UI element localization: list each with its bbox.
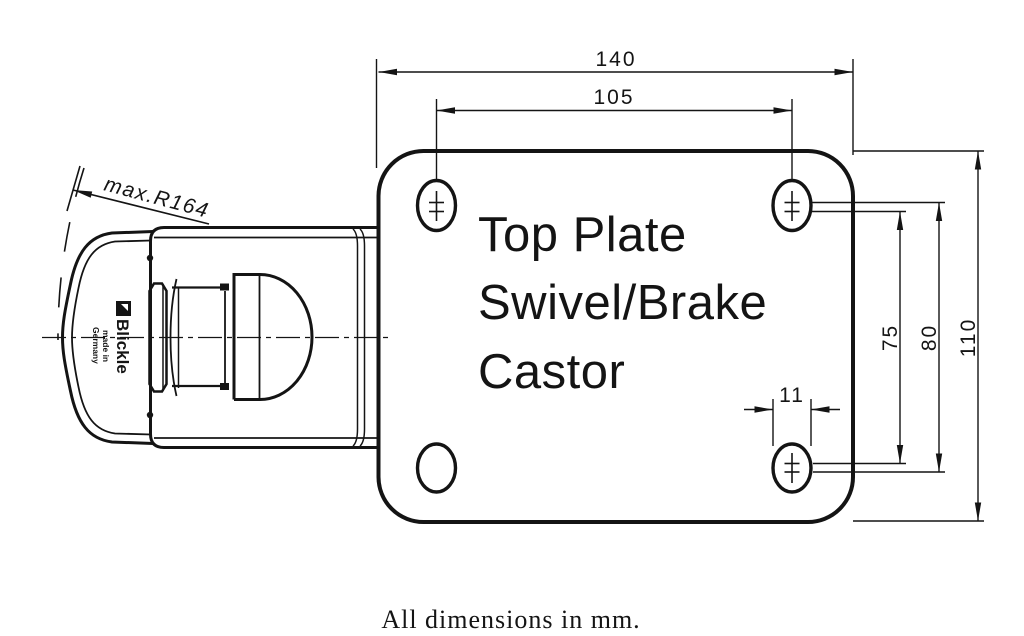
plate-label-line1: Top Plate [478,208,687,262]
dimension-75: 75 [879,211,904,464]
bolt-hole-top-left [415,178,458,233]
blickle-logo: Blickle made in Germany [91,301,132,374]
arrowhead [754,406,773,413]
bolt-hole-bottom-right [771,442,813,494]
logo-brand-text: Blickle [113,319,132,374]
slot-center-mark [784,191,800,221]
radius-extension-tick [66,165,81,212]
swivel-radius-label: max.R164 [102,173,212,223]
arrowhead [436,107,455,114]
dimension-80-value: 80 [918,324,941,351]
hub-flange-outline [148,282,168,393]
logo-country-text: Germany [91,327,101,364]
arrowhead [834,68,853,76]
bolt-hole-top-right [771,178,813,233]
slot-center-mark [784,453,800,483]
arrowhead [896,445,904,464]
dimension-110: 110 [957,151,982,521]
arrowhead [811,406,830,413]
dome-outline [232,273,314,401]
logo-made-in-text: made in [101,330,111,362]
rivet [146,411,154,419]
caption: All dimensions in mm. [381,605,640,634]
slot-center-mark [429,191,444,221]
castor-side-view: max.R164 Blickle made in Germany [42,165,392,449]
top-plate-outline [376,149,855,524]
hub-clip [220,283,229,291]
swivel-radius-arc [57,167,85,341]
plate-label-line3: Castor [478,345,625,399]
bracket-outline [149,226,377,449]
dimension-105: 105 [435,86,793,179]
top-plate: Top Plate Swivel/Brake Castor [376,149,855,524]
dimensions: 140 105 75 80 [375,48,984,522]
dimension-140: 140 [375,48,854,168]
dimension-105-value: 105 [593,86,634,109]
arrowhead [935,453,943,472]
blickle-logo-icon [116,301,131,316]
arrowhead [378,68,397,76]
dimension-75-value: 75 [879,324,902,351]
arrowhead [773,107,792,114]
rivet [146,254,154,262]
hub-clip [220,383,229,390]
arrowhead [935,202,943,221]
radius-leader-line [72,189,210,225]
plate-label-line2: Swivel/Brake [478,276,767,330]
plate-label: Top Plate Swivel/Brake Castor [478,208,767,399]
dimension-140-value: 140 [595,48,636,71]
dimension-110-value: 110 [957,318,980,357]
arrowhead [974,151,982,170]
bolt-hole-bottom-left [415,442,458,494]
arrowhead [896,211,904,230]
dimension-11: 11 [744,384,840,446]
dimension-11-value: 11 [779,384,805,407]
dimension-80: 80 [918,202,943,472]
blickle-logo-icon-notch [121,304,128,311]
arrowhead [974,502,982,521]
